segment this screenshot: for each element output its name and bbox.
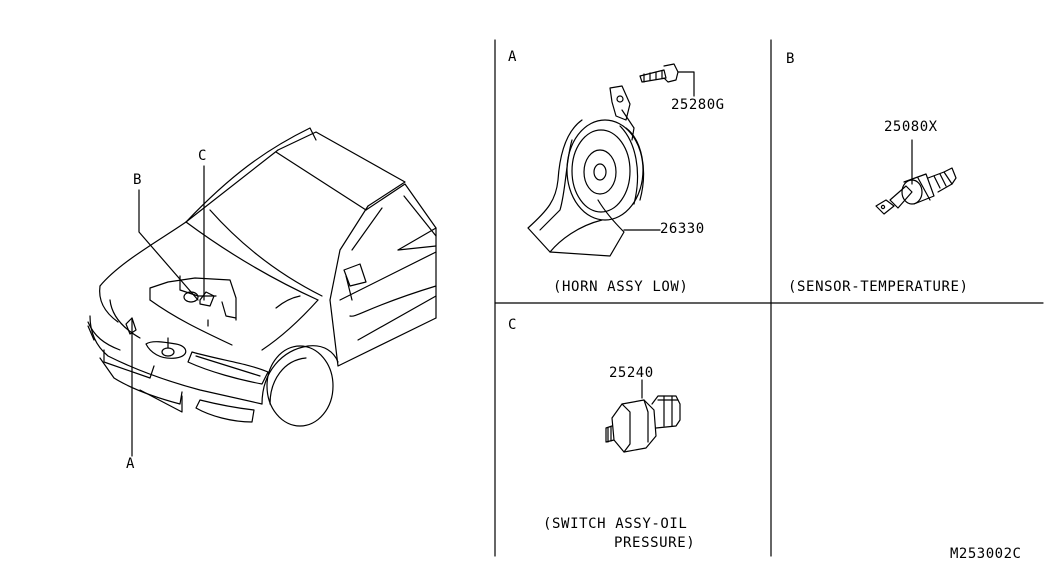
callout-car-c: C [198,148,207,164]
panel-b-label: B [786,51,795,67]
caption-oil-switch-line1: (SWITCH ASSY-OIL [543,516,688,532]
horn-illustration [528,64,694,256]
part-number-sensor: 25080X [884,119,938,135]
caption-oil-switch-line2: PRESSURE) [614,535,696,551]
callout-car-a: A [126,456,135,472]
panel-a-label: A [508,49,517,65]
panel-c-label: C [508,317,517,333]
part-number-horn-bolt: 25280G [671,97,725,113]
part-number-horn: 26330 [660,221,705,237]
caption-horn: (HORN ASSY LOW) [553,279,689,295]
part-number-oil-switch: 25240 [609,365,654,381]
car-illustration [88,128,436,456]
caption-sensor: (SENSOR-TEMPERATURE) [788,279,969,295]
callout-car-b: B [133,172,142,188]
panel-grid [495,40,1043,556]
diagram-code: M253002C [950,546,1022,562]
sensor-illustration [876,140,956,214]
oil-switch-illustration [606,380,680,452]
